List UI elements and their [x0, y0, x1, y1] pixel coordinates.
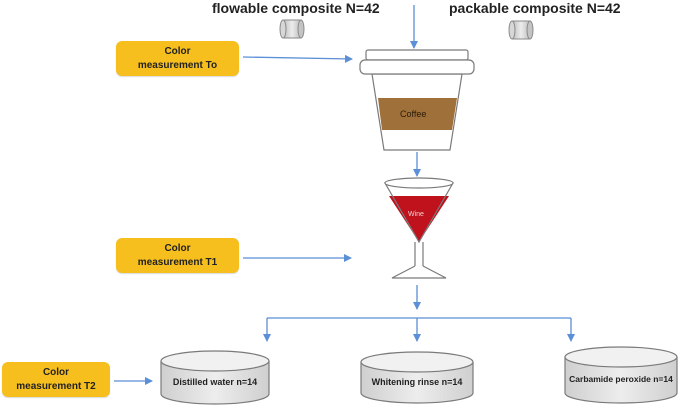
coffee-cup-icon: Coffee: [359, 49, 475, 151]
distilled-water-label: Distilled water n=14: [173, 377, 257, 387]
flowable-composite-label: flowable composite N=42: [212, 0, 380, 16]
arrow-t0-to-coffee: [242, 54, 353, 63]
wine-glass-icon: Wine: [383, 177, 455, 279]
badge-t2-line1: Color: [42, 366, 70, 378]
whitening-rinse-label: Whitening rinse n=14: [372, 377, 463, 387]
carbamide-peroxide-container: Carbamide peroxide n=14: [564, 346, 678, 404]
coffee-label: Coffee: [400, 109, 426, 119]
packable-sample-icon: [508, 20, 534, 40]
wine-label: Wine: [408, 211, 424, 218]
badge-t0-line2: measurement To: [137, 59, 218, 71]
badge-t2-line2: measurement T2: [16, 380, 96, 392]
badge-t1-line1: Color: [164, 242, 191, 254]
color-measurement-t1-badge: Color measurement T1: [116, 238, 239, 273]
flowable-sample-icon: [279, 19, 305, 39]
whitening-rinse-container: Whitening rinse n=14: [360, 351, 474, 404]
color-measurement-t2-badge: Color measurement T2: [2, 362, 110, 397]
packable-composite-label: packable composite N=42: [449, 0, 621, 16]
distilled-water-container: Distilled water n=14: [160, 350, 270, 405]
color-measurement-t0-badge: Color measurement To: [116, 41, 239, 76]
carbamide-peroxide-label: Carbamide peroxide n=14: [569, 374, 673, 384]
badge-t0-line1: Color: [164, 45, 191, 57]
badge-t1-line2: measurement T1: [137, 256, 218, 268]
